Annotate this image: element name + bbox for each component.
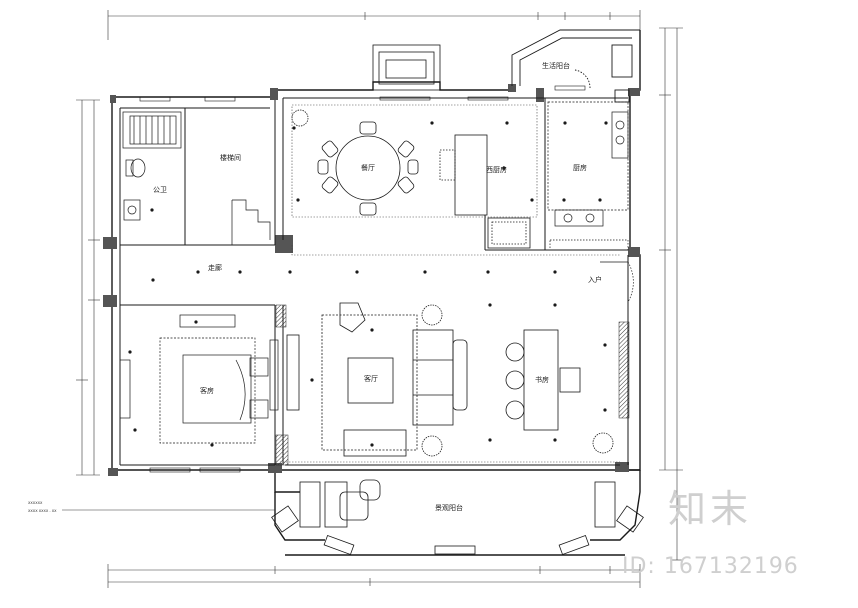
dining-set: [291, 109, 419, 216]
left-note-2: XXXX XXXX - XX: [28, 509, 57, 513]
room-label-dining: 餐厅: [361, 163, 375, 172]
ceiling-lights: [128, 121, 608, 447]
room-label-corridor: 走廊: [208, 263, 222, 272]
living-furniture: [286, 302, 468, 457]
room-label-living: 客厅: [364, 374, 378, 383]
bay-window: [372, 44, 441, 91]
outer-walls: [111, 30, 641, 556]
kitchen-fixtures: [547, 101, 629, 251]
entrance-door: [600, 261, 634, 303]
room-label-western-kitchen: 西厨房: [486, 165, 507, 174]
room-label-study: 书房: [535, 375, 549, 384]
wall-blocks: [103, 84, 640, 476]
bedroom-furniture: [119, 314, 279, 444]
room-label-bathroom: 公卫: [153, 186, 167, 194]
bottom-balcony: [271, 479, 644, 555]
room-label-entrance: 入户: [588, 275, 602, 284]
room-label-kitchen: 厨房: [573, 163, 587, 172]
room-label-balcony-bottom: 景观阳台: [435, 503, 463, 512]
watermark-id: ID: 167132196: [622, 554, 799, 579]
top-right-balcony: [511, 29, 640, 103]
kitchen-island: [439, 134, 531, 249]
left-note-1: XXXXXX: [28, 501, 43, 505]
room-label-balcony-top: 生活阳台: [542, 61, 570, 70]
bottom-dimension-line: [107, 564, 641, 588]
right-dimension-line: [659, 27, 683, 561]
left-dimension-line: [76, 99, 100, 476]
room-label-bedroom: 客房: [200, 386, 214, 395]
ceiling-lines: [280, 104, 620, 463]
hatched-walls: [275, 304, 630, 466]
study-furniture: [505, 329, 614, 454]
bathroom-fixtures: [122, 111, 182, 221]
watermark-logo: 知末: [668, 487, 753, 531]
top-dimension-line: [107, 10, 641, 40]
stairs: [231, 199, 271, 245]
room-label-stairs: 楼梯间: [220, 153, 241, 162]
window-marks: [139, 85, 586, 473]
interior-walls: [119, 97, 629, 466]
